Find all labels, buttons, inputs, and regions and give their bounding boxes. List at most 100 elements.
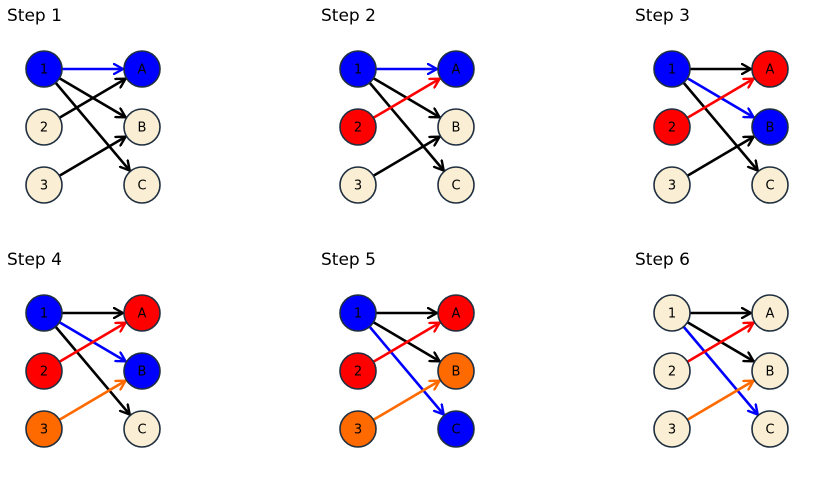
right-node-C: C — [123, 410, 161, 448]
node-label: A — [452, 63, 461, 78]
edge-2-to-A — [57, 77, 127, 120]
right-node-C: C — [437, 166, 475, 204]
left-node-1: 1 — [339, 294, 377, 332]
edge-3-to-B — [57, 135, 127, 178]
node-label: 2 — [354, 121, 362, 136]
left-node-3: 3 — [339, 166, 377, 204]
left-node-1: 1 — [25, 294, 63, 332]
left-node-3: 3 — [25, 166, 63, 204]
left-node-3: 3 — [653, 410, 691, 448]
edge-3-to-B — [685, 379, 755, 422]
right-node-C: C — [123, 166, 161, 204]
step-panel-2: Step 2 1 2 3 A B C — [321, 6, 475, 204]
right-node-A: A — [123, 294, 161, 332]
left-node-2: 2 — [653, 108, 691, 146]
node-label: 3 — [668, 179, 676, 194]
node-label: C — [137, 179, 146, 194]
edge-2-to-A — [57, 321, 127, 364]
node-label: 1 — [668, 307, 676, 322]
node-label: 2 — [40, 365, 48, 380]
node-label: A — [766, 307, 775, 322]
step-panel-3: Step 3 1 2 3 A B C — [635, 6, 789, 204]
node-label: 3 — [40, 179, 48, 194]
edge-3-to-B — [371, 135, 441, 178]
left-node-3: 3 — [653, 166, 691, 204]
edge-1-to-C — [681, 80, 759, 172]
node-label: B — [452, 365, 461, 380]
node-label: B — [766, 365, 775, 380]
step-panel-1: Step 1 1 2 3 A B C — [7, 6, 161, 204]
right-node-B: B — [751, 352, 789, 390]
left-node-2: 2 — [339, 108, 377, 146]
edge-2-to-A — [371, 77, 441, 120]
node-label: 1 — [354, 307, 362, 322]
step-panel-4: Step 4 1 2 3 A B C — [7, 250, 161, 448]
left-node-1: 1 — [653, 294, 691, 332]
node-label: 2 — [668, 365, 676, 380]
node-label: C — [137, 423, 146, 438]
node-label: 2 — [354, 365, 362, 380]
right-node-B: B — [437, 108, 475, 146]
step-title: Step 2 — [321, 6, 376, 26]
node-label: B — [138, 365, 147, 380]
node-label: 3 — [40, 423, 48, 438]
node-label: 3 — [354, 179, 362, 194]
right-node-B: B — [751, 108, 789, 146]
node-label: C — [765, 423, 774, 438]
left-node-2: 2 — [653, 352, 691, 390]
node-label: B — [138, 121, 147, 136]
left-node-3: 3 — [339, 410, 377, 448]
edge-2-to-A — [371, 321, 441, 364]
left-node-2: 2 — [25, 352, 63, 390]
right-node-C: C — [751, 410, 789, 448]
node-label: A — [138, 307, 147, 322]
node-label: B — [766, 121, 775, 136]
node-label: 1 — [40, 63, 48, 78]
edge-1-to-C — [367, 80, 445, 172]
left-node-1: 1 — [339, 50, 377, 88]
node-label: 1 — [40, 307, 48, 322]
left-node-2: 2 — [339, 352, 377, 390]
left-node-2: 2 — [25, 108, 63, 146]
right-node-C: C — [437, 410, 475, 448]
node-label: A — [138, 63, 147, 78]
step-title: Step 5 — [321, 250, 376, 270]
left-node-3: 3 — [25, 410, 63, 448]
step-title: Step 4 — [7, 250, 62, 270]
node-label: 2 — [668, 121, 676, 136]
step-panel-5: Step 5 1 2 3 A B C — [321, 250, 475, 448]
node-label: C — [451, 423, 460, 438]
right-node-A: A — [437, 50, 475, 88]
right-node-A: A — [751, 50, 789, 88]
left-node-1: 1 — [25, 50, 63, 88]
node-label: C — [451, 179, 460, 194]
node-label: 1 — [668, 63, 676, 78]
right-node-C: C — [751, 166, 789, 204]
node-label: 3 — [354, 423, 362, 438]
right-node-B: B — [123, 108, 161, 146]
edge-1-to-C — [367, 324, 445, 416]
right-node-A: A — [751, 294, 789, 332]
node-label: 3 — [668, 423, 676, 438]
node-label: C — [765, 179, 774, 194]
right-node-B: B — [437, 352, 475, 390]
right-node-B: B — [123, 352, 161, 390]
edge-2-to-A — [685, 321, 755, 364]
step-title: Step 6 — [635, 250, 690, 270]
edge-1-to-C — [53, 80, 131, 172]
node-label: 1 — [354, 63, 362, 78]
left-node-1: 1 — [653, 50, 691, 88]
node-label: A — [766, 63, 775, 78]
edge-3-to-B — [371, 379, 441, 422]
right-node-A: A — [437, 294, 475, 332]
node-label: A — [452, 307, 461, 322]
step-title: Step 1 — [7, 6, 62, 26]
edge-1-to-C — [53, 324, 131, 416]
edge-3-to-B — [685, 135, 755, 178]
right-node-A: A — [123, 50, 161, 88]
step-title: Step 3 — [635, 6, 690, 26]
step-panel-6: Step 6 1 2 3 A B C — [635, 250, 789, 448]
edge-2-to-A — [685, 77, 755, 120]
node-label: 2 — [40, 121, 48, 136]
